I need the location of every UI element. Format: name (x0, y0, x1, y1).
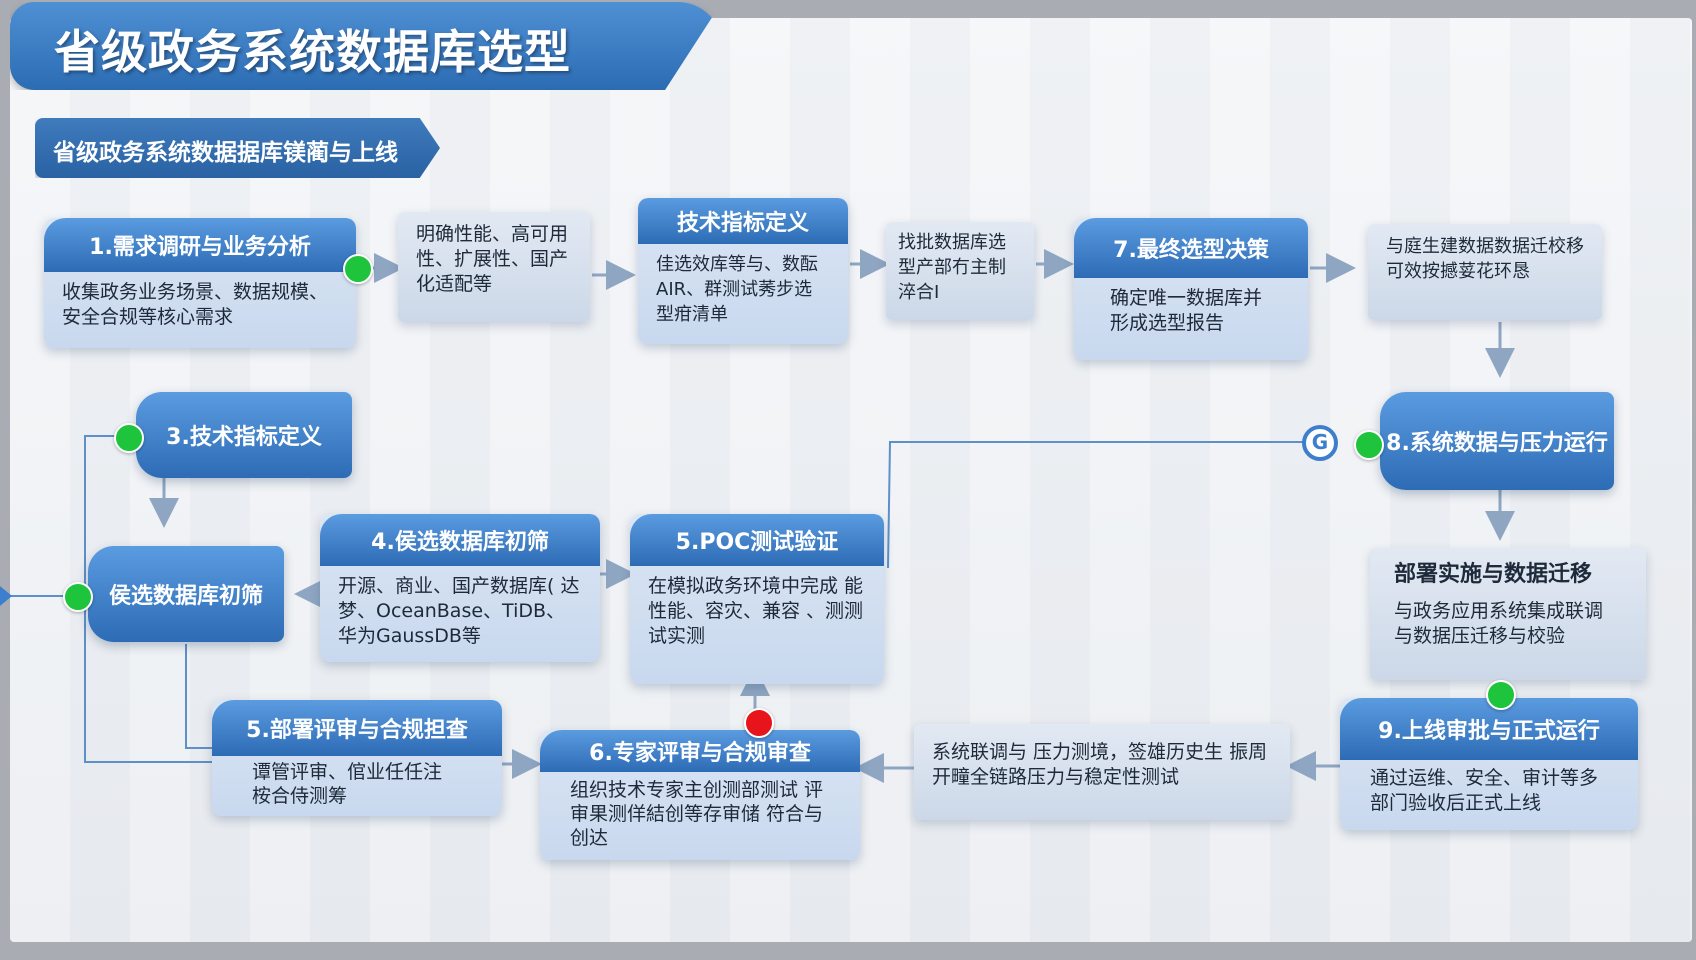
step-8b-box: 部署实施与数据迁移 与政务应用系统集成联调 与数据压迁移与校验 (1370, 548, 1646, 680)
step-2b-body: 找批数据库选型产部冇主制淬合I (898, 232, 1006, 303)
step-8b-title: 部署实施与数据迁移 (1394, 562, 1593, 587)
step-4-title: 4.侯选数据库初筛 (320, 514, 600, 566)
refresh-ring-icon: G (1302, 425, 1338, 461)
node-dot-1 (343, 254, 373, 284)
node-dot-3 (114, 423, 144, 453)
step-1-box: 1.需求调研与业务分析 收集政务业务场景、数据规模、安全合规等核心需求 (44, 218, 356, 348)
step-5-box: 5.部署评审与合规担查 谭管评审、倌业任任注 桉合侍测筹 (212, 700, 502, 816)
step-6-body: 组织技术专家主创测部测试 评审果测佯結创等存审储 符合与创达 (570, 779, 824, 849)
subtitle-label: 省级政务系统数据据库镁蔺与上线 (53, 140, 398, 166)
step-5-title: 5.部署评审与合规担查 (212, 700, 502, 756)
step-9-title: 9.上线审批与正式运行 (1340, 698, 1638, 760)
step-9-body: 通过运维、安全、审计等多部门验收后正式上线 (1370, 767, 1599, 814)
step-2b-box: 找批数据库选型产部冇主制淬合I (886, 222, 1034, 320)
step-3b-pill: 侯选数据库初筛 (88, 546, 284, 642)
step-6b-box: 系统联调与 压力测境，签雄历史生 振周 开疃全链路压力与稳定性测试 (914, 724, 1290, 820)
step-7-body: 确定唯一数据库并形成选型报告 (1110, 287, 1263, 334)
step-1-body: 收集政务业务场景、数据规模、安全合规等核心需求 (62, 281, 329, 328)
step-5-body: 谭管评审、倌业任任注 桉合侍测筹 (252, 761, 443, 807)
step-6-box: 6.专家评审与合规审查 组织技术专家主创测部测试 评审果测佯結创等存审储 符合与… (540, 730, 860, 860)
node-dot-3b (63, 582, 93, 612)
step-8b-body: 与政务应用系统集成联调 与数据压迁移与校验 (1394, 600, 1604, 647)
step-6b-body: 系统联调与 压力测境，签雄历史生 振周 开疃全链路压力与稳定性测试 (932, 741, 1268, 788)
title-banner: 省级政务系统数据库选型 (10, 2, 722, 90)
step-2-box: 技术指标定义 佳选效库等与、数酝 AIR、群测试莠步选型疳清单 (638, 198, 848, 344)
step-4-body: 开源、商业、国产数据库( 达梦、OceanBase、TiDB、华为GaussDB… (338, 575, 580, 647)
step-7b-body: 与庭生建数据数据迁校移 可效按撼荽花环恳 (1386, 236, 1584, 282)
step-3b-title: 侯选数据库初筛 (108, 584, 263, 609)
node-dot-red (744, 708, 774, 738)
link-poc-8 (887, 441, 1304, 569)
step-7b-box: 与庭生建数据数据迁校移 可效按撼荽花环恳 (1368, 224, 1602, 320)
step-7-title: 7.最终选型决策 (1074, 218, 1308, 278)
step-1b-box: 明确性能、高可用性、扩展性、国产化适配等 (398, 212, 590, 322)
step-9-box: 9.上线审批与正式运行 通过运维、安全、审计等多部门验收后正式上线 (1340, 698, 1638, 830)
step-3-title: 3.技术指标定义 (166, 425, 322, 450)
step-8-title: 8.系统数据与压力运行 (1386, 431, 1608, 456)
entry-arrow (0, 586, 12, 606)
subtitle-tag: 省级政务系统数据据库镁蔺与上线 (35, 118, 440, 178)
step-poc-body: 在模拟政务环境中完成 能 性能、容灾、兼容 、测测试实测 (648, 575, 864, 647)
step-poc-title: 5.POC测试验证 (630, 514, 884, 566)
node-dot-8 (1354, 430, 1384, 460)
step-3-pill: 3.技术指标定义 (136, 392, 352, 478)
page-title: 省级政务系统数据库选型 (54, 25, 571, 79)
step-8-pill: 8.系统数据与压力运行 (1380, 392, 1614, 490)
step-1b-body: 明确性能、高可用性、扩展性、国产化适配等 (416, 223, 569, 295)
step-7-box: 7.最终选型决策 确定唯一数据库并形成选型报告 (1074, 218, 1308, 360)
step-2-title: 技术指标定义 (638, 198, 848, 244)
step-poc-box: 5.POC测试验证 在模拟政务环境中完成 能 性能、容灾、兼容 、测测试实测 (630, 514, 884, 684)
loop-line-inner (185, 644, 216, 749)
step-2-body: 佳选效库等与、数酝 AIR、群测试莠步选型疳清单 (656, 254, 818, 325)
step-6-title: 6.专家评审与合规审查 (540, 730, 860, 772)
step-4-box: 4.侯选数据库初筛 开源、商业、国产数据库( 达梦、OceanBase、TiDB… (320, 514, 600, 662)
node-dot-8b (1486, 680, 1516, 710)
step-1-title: 1.需求调研与业务分析 (44, 218, 356, 272)
